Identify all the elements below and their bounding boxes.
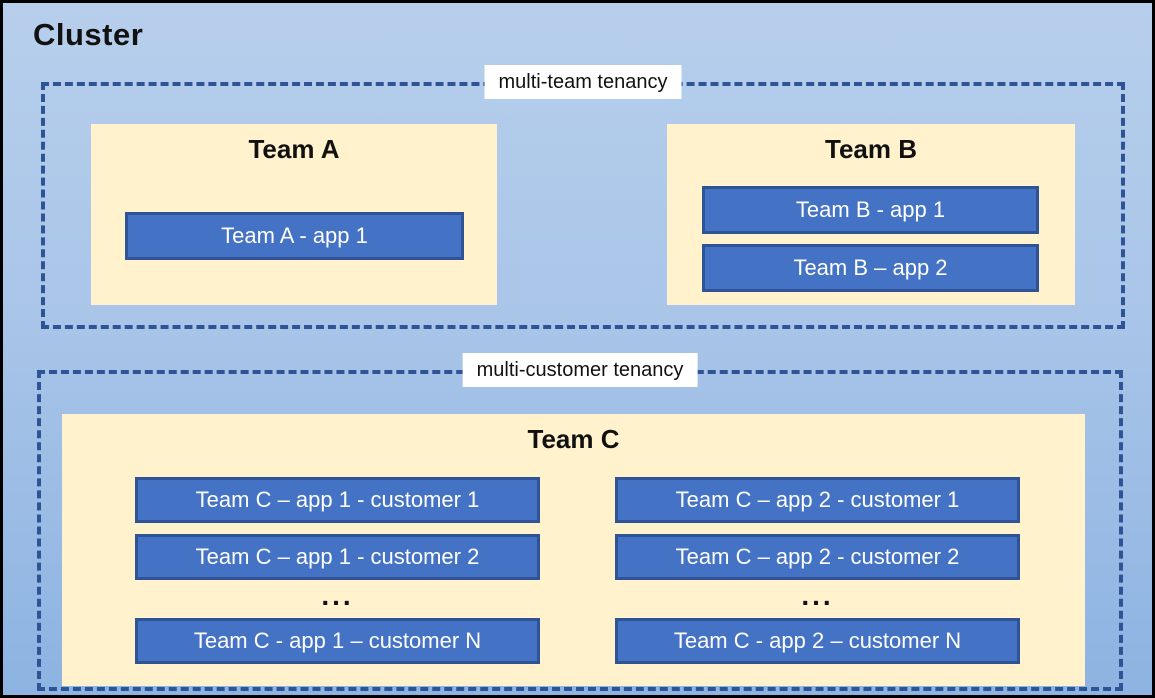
team-a-panel: Team A Team A - app 1 [91,124,497,305]
team-c-panel: Team C Team C – app 1 - customer 1 Team … [62,414,1085,686]
team-a-title: Team A [248,134,340,164]
team-c-app2-customer2-box: Team C – app 2 - customer 2 [615,534,1020,580]
team-b-app-2-box: Team B – app 2 [702,244,1039,292]
team-c-app1-customer1-box: Team C – app 1 - customer 1 [135,477,540,523]
team-b-app-1-box: Team B - app 1 [702,186,1039,234]
team-b-title: Team B [825,134,917,164]
team-c-title: Team C [527,424,620,454]
team-c-app2-ellipsis: ... [801,580,834,611]
multi-team-tenancy-label: multi-team tenancy [484,65,682,99]
team-c-app2-customer1-box: Team C – app 2 - customer 1 [615,477,1020,523]
team-c-app1-customer2-box: Team C – app 1 - customer 2 [135,534,540,580]
team-a-app-1-box: Team A - app 1 [125,212,464,260]
multi-customer-tenancy-label: multi-customer tenancy [462,353,698,387]
cluster-title: Cluster [33,17,144,52]
team-c-app1-ellipsis: ... [321,580,354,611]
team-c-app2-customerN-box: Team C - app 2 – customer N [615,618,1020,664]
team-b-panel: Team B Team B - app 1 Team B – app 2 [667,124,1075,305]
multi-customer-tenancy-region: multi-customer tenancy Team C Team C – a… [37,353,1123,691]
team-c-app1-customerN-box: Team C - app 1 – customer N [135,618,540,664]
multi-team-tenancy-region: multi-team tenancy Team A Team A - app 1… [41,65,1125,329]
